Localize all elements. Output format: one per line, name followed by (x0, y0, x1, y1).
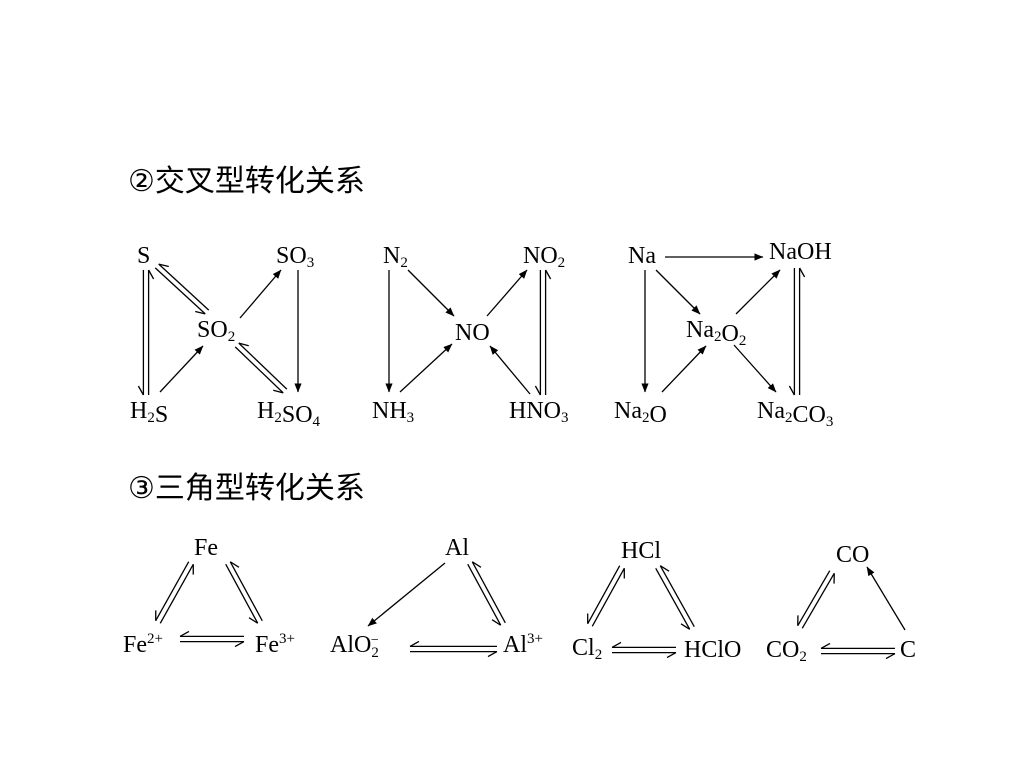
na2o2-to-naoh-arrow (735, 269, 781, 315)
h2s-to-so2-arrow (159, 345, 204, 393)
al-label: Al (445, 535, 469, 561)
sodium-cross-diagram: Na NaOH Na2O2 Na2O Na2CO3 (614, 239, 833, 430)
sulfur-cross-diagram: S SO3 SO2 H2S H2SO4 (130, 243, 321, 430)
na-label: Na (628, 243, 656, 269)
hno3-to-no-arrow (489, 345, 531, 395)
c-to-co-arrow (866, 566, 906, 631)
cl2-hclo-equilibrium-arrow (611, 641, 677, 659)
al-al3-equilibrium-arrow (467, 561, 506, 626)
hclo-label: HClO (684, 637, 741, 663)
naoh-na2co3-equilibrium-arrow (788, 267, 806, 396)
alo2-al3-equilibrium-arrow (409, 640, 498, 658)
fe-label: Fe (194, 535, 218, 561)
co2-label: CO2 (766, 637, 807, 665)
hno3-label: HNO3 (509, 398, 569, 426)
co2-c-equilibrium-arrow (820, 642, 896, 660)
so2-label: SO2 (197, 317, 235, 345)
na2co3-label: Na2CO3 (757, 398, 833, 430)
hcl-hclo-equilibrium-arrow (655, 565, 695, 630)
no2-label: NO2 (523, 243, 565, 271)
chlorine-triangle-diagram: HCl Cl2 HClO (572, 538, 741, 663)
no-to-no2-arrow (486, 269, 528, 317)
na2o2-to-na2co3-arrow (733, 344, 777, 393)
al-to-alo2-arrow (367, 562, 446, 627)
s-h2s-equilibrium-arrow (137, 269, 155, 396)
fe2-label: Fe2+ (123, 631, 163, 658)
so2-h2so4-equilibrium-arrow (234, 342, 288, 394)
cross-conversion-heading: ②交叉型转化关系 (128, 164, 365, 199)
h2s-label: H2S (130, 398, 168, 428)
n2-label: N2 (383, 243, 408, 271)
fe-fe3-equilibrium-arrow (225, 561, 263, 624)
na2o-label: Na2O (614, 398, 667, 428)
fe2-fe-equilibrium-arrow (155, 561, 194, 624)
s-so2-equilibrium-arrow (154, 263, 210, 315)
cl2-label: Cl2 (572, 635, 602, 663)
cl2-hcl-equilibrium-arrow (587, 565, 625, 627)
no2-hno3-equilibrium-arrow (534, 269, 552, 396)
triangle-conversion-heading: ③三角型转化关系 (128, 471, 365, 506)
h2so4-label: H2SO4 (257, 398, 321, 430)
na-to-na2o2-arrow (655, 269, 701, 315)
carbon-triangle-diagram: CO CO2 C (766, 542, 916, 665)
s-label: S (137, 243, 150, 269)
no-label: NO (455, 320, 490, 346)
hcl-label: HCl (621, 538, 661, 564)
alo2-label: AlO2− (330, 632, 379, 661)
na2o2-label: Na2O2 (686, 317, 746, 349)
naoh-label: NaOH (769, 239, 832, 265)
nitrogen-cross-diagram: N2 NO2 NO NH3 HNO3 (372, 243, 569, 426)
so3-label: SO3 (276, 243, 314, 271)
fe3-label: Fe3+ (255, 631, 295, 658)
co-label: CO (836, 542, 869, 568)
aluminium-triangle-diagram: Al AlO2− Al3+ (330, 535, 543, 661)
n2-to-no-arrow (407, 269, 455, 317)
iron-triangle-diagram: Fe Fe2+ Fe3+ (123, 535, 295, 658)
c-label: C (900, 637, 916, 663)
nh3-to-no-arrow (399, 343, 453, 393)
al3-label: Al3+ (503, 631, 543, 658)
fe2-fe3-equilibrium-arrow (179, 630, 245, 648)
co2-co-equilibrium-arrow (797, 570, 835, 629)
so2-to-so3-arrow (239, 269, 282, 319)
na2o-to-na2o2-arrow (661, 345, 707, 393)
nh3-label: NH3 (372, 398, 414, 426)
